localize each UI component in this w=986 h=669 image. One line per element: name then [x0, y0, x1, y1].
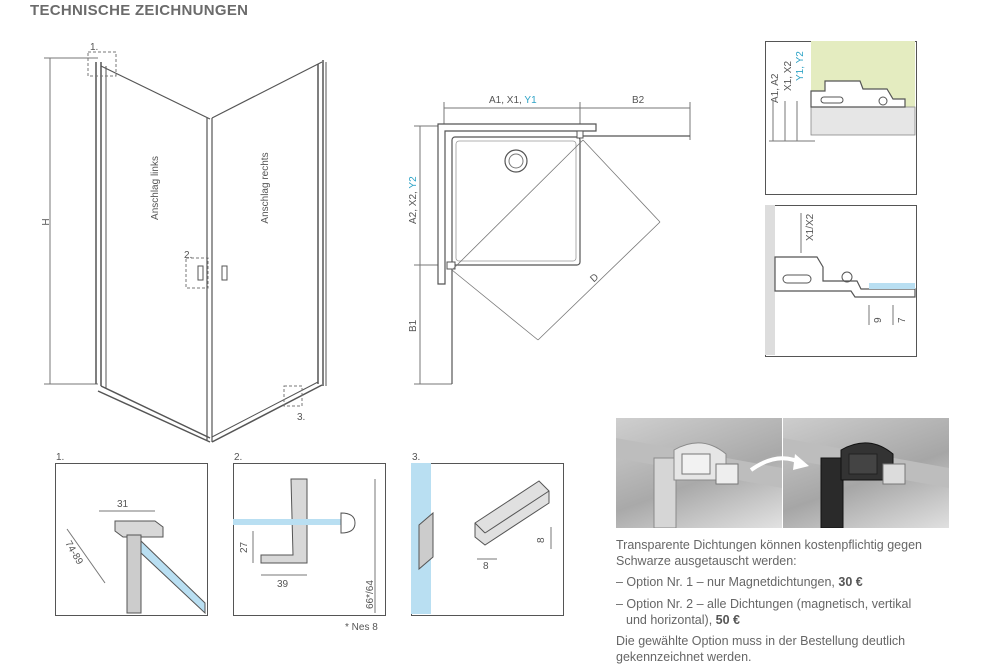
- detail-1-number: 1.: [56, 452, 65, 463]
- right-handle-icon: [221, 265, 228, 281]
- info-line-2: Schwarze ausgetauscht werden:: [616, 554, 797, 568]
- transparent-seal-image: [616, 418, 782, 528]
- black-seal-image: [783, 418, 949, 528]
- detail-2-dim-side: 66*/64: [365, 580, 376, 609]
- detail-2-dim-39: 39: [277, 579, 289, 590]
- detail-1-dim-31: 31: [117, 499, 129, 510]
- door-label-right: Anschlag rechts: [260, 152, 271, 223]
- dim-diagonal: D: [588, 272, 601, 285]
- detail-3-number: 3.: [412, 452, 421, 463]
- option-2-line-a: – Option Nr. 2 – alle Dichtungen (magnet…: [616, 597, 912, 611]
- height-label: H: [41, 218, 52, 225]
- right-door-panel: [211, 60, 327, 443]
- detail-seal-top-drawing: A1, A2 X1, X2 Y1, Y2: [769, 41, 916, 142]
- callout-label-3: 3.: [297, 412, 305, 423]
- callout-box-2: [185, 257, 209, 289]
- plan-dimensions: [414, 102, 691, 385]
- detail-mid-dim-9: 9: [873, 317, 884, 323]
- dim-top-a: A1, X1, Y1: [489, 95, 537, 106]
- detail-1-dim-range: 74-89: [62, 539, 85, 567]
- height-dimension: [44, 57, 98, 385]
- page-title: TECHNISCHE ZEICHNUNGEN: [30, 2, 249, 19]
- detail-2-number: 2.: [234, 452, 243, 463]
- detail-3-dim-8b: 8: [536, 537, 547, 543]
- option-2-price: 50 €: [715, 613, 740, 627]
- option-1-text: – Option Nr. 1 – nur Magnetdichtungen,: [616, 575, 839, 589]
- detail-mid-label: X1/X2: [805, 213, 816, 241]
- drain-icon: [504, 149, 528, 173]
- arrow-icon: [749, 454, 809, 472]
- detail-seal-mid-drawing: X1/X2 9 7: [765, 205, 916, 355]
- detail-3-drawing: 8 8: [411, 463, 552, 614]
- option-1-price: 30 €: [838, 575, 863, 589]
- final-line-b: gekennzeichnet werden.: [616, 650, 752, 664]
- option-1: – Option Nr. 1 – nur Magnetdichtungen, 3…: [616, 574, 863, 590]
- detail-mid-dim-7: 7: [897, 317, 908, 323]
- option-2-text: und horizontal),: [626, 613, 716, 627]
- dim-left-b: B1: [408, 319, 419, 332]
- detail-3-dim-8a: 8: [483, 561, 489, 572]
- detail-2-dim-27: 27: [239, 541, 250, 553]
- left-door-panel: [95, 62, 213, 443]
- detail-top-label: A1, A2: [770, 73, 781, 103]
- detail-2-drawing: 27 39 66*/64: [233, 478, 376, 613]
- dim-left-a: A2, X2, Y2: [408, 176, 419, 224]
- shower-tray: [451, 136, 581, 266]
- final-line-a: Die gewählte Option muss in der Bestellu…: [616, 634, 906, 648]
- callout-box-1: [87, 51, 117, 77]
- detail-2: [233, 463, 386, 616]
- callout-box-3: [283, 385, 303, 407]
- detail-top-label-2: X1, X2: [783, 61, 794, 91]
- wall-outline: [437, 123, 597, 285]
- info-line-1: Transparente Dichtungen können kostenpfl…: [616, 538, 922, 552]
- detail-1-drawing: 31 74-89: [62, 499, 206, 615]
- left-handle-icon: [197, 265, 204, 281]
- option-2-line-b: und horizontal), 50 €: [626, 612, 740, 628]
- detail-top-label-accent: Y1, Y2: [795, 51, 806, 81]
- door-label-left: Anschlag links: [150, 156, 161, 220]
- callout-label-1: 1.: [90, 42, 98, 53]
- callout-label-2: 2.: [184, 250, 192, 261]
- dim-top-b: B2: [632, 95, 645, 106]
- detail-2-footnote: * Nes 8: [345, 622, 378, 633]
